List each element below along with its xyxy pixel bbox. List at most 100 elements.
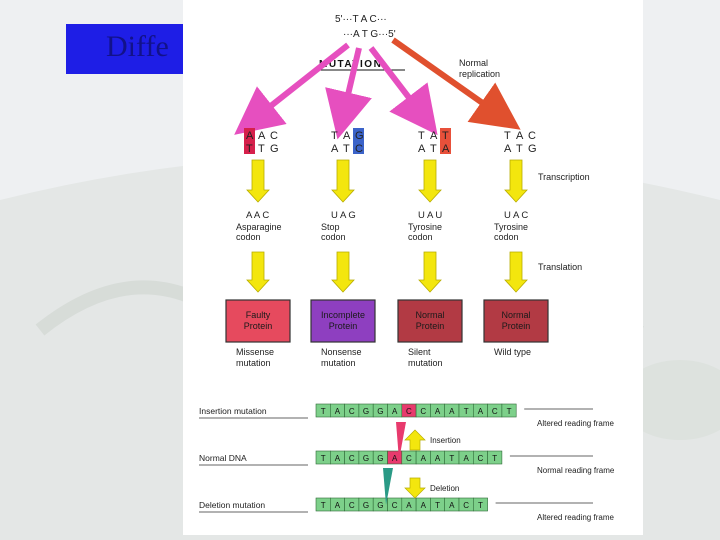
base-letter: C [478,454,484,463]
dna-base-bottom: A [442,143,450,155]
transcription-arrow [418,159,442,203]
translation-arrow [246,251,270,293]
reading-frame-row-label: Deletion mutation [199,500,265,510]
dna-base-bottom: T [516,143,523,155]
dna-base-top: T [442,130,449,142]
deletion-wedge [383,468,393,505]
base-letter: C [349,501,355,510]
dna-base-top: A [246,130,254,142]
dna-base-bottom: G [528,143,537,155]
deletion-label: Deletion [430,484,459,493]
mutation-type-label: mutation [321,358,356,368]
base-letter: T [435,501,440,510]
dna-base-top: C [270,130,278,142]
normal-replication-label-2: replication [459,69,500,79]
base-letter: C [349,407,355,416]
base-letter: A [421,454,427,463]
base-letter: A [335,454,341,463]
base-letter: A [335,501,341,510]
codon-description: Stop [321,222,340,232]
mutation-highlight [353,128,364,154]
codon-label: U A C [504,210,528,221]
codon-label: U A G [331,210,356,221]
codon-description: Asparagine [236,222,282,232]
reading-frame-row-label: Insertion mutation [199,406,267,416]
base-letter: T [321,501,326,510]
protein-box [397,299,463,343]
protein-label: Normal [501,310,530,320]
protein-label: Incomplete [321,310,365,320]
protein-box [483,299,549,343]
translation-arrow [331,251,355,293]
base-letter: G [363,407,369,416]
base-letter: A [335,407,341,416]
dna-base-bottom: A [504,143,512,155]
protein-label: Faulty [246,310,271,320]
base-letter: A [406,501,412,510]
dna-base-top: A [516,130,524,142]
normal-replication-label-1: Normal [459,58,488,68]
slide-title-box: Diffe [66,24,190,74]
base-letter: C [492,407,498,416]
base-letter: T [321,454,326,463]
translation-arrow [504,251,528,293]
dna-base-top: A [258,130,266,142]
reading-frame-status: Normal reading frame [537,466,615,475]
base-letter: C [406,454,412,463]
base-letter: G [377,407,383,416]
insertion-label: Insertion [430,436,461,445]
dna-base-bottom: T [246,143,253,155]
base-letter: A [392,407,398,416]
base-letter: G [363,454,369,463]
dna-base-top: A [343,130,351,142]
dna-bottom-strand: ···A T G···5' [343,29,396,40]
translation-arrow [418,251,442,293]
protein-label: Protein [416,321,445,331]
codon-description: codon [321,232,346,242]
codon-label: A A C [246,210,269,221]
dna-base-top: C [528,130,536,142]
mutation-type-label: mutation [408,358,443,368]
base-letter: A [392,454,398,463]
protein-box [225,299,291,343]
base-letter: A [478,407,484,416]
base-letter: G [377,454,383,463]
base-letter: A [449,407,455,416]
base-letter: T [507,407,512,416]
codon-description: Tyrosine [408,222,442,232]
dna-base-bottom: A [331,143,339,155]
transcription-arrow [246,159,270,203]
dna-base-bottom: T [430,143,437,155]
protein-label: Protein [244,321,273,331]
codon-description: codon [494,232,519,242]
codon-label: U A U [418,210,442,221]
base-letter: T [492,454,497,463]
slide-title: Diffe [106,30,169,63]
dna-base-top: T [418,130,425,142]
base-letter: G [363,501,369,510]
transcription-arrow [331,159,355,203]
diagram-panel: 5'···T A C··· ···A T G···5' MUTATION Nor… [183,0,643,535]
protein-label: Normal [415,310,444,320]
dna-base-top: G [355,130,364,142]
base-letter: C [392,501,398,510]
reading-frame-row-label: Normal DNA [199,453,247,463]
mutation-type-label: Wild type [494,347,531,357]
base-letter: A [435,454,441,463]
protein-label: Protein [502,321,531,331]
deletion-arrow [404,477,426,499]
mutation-type-label: Missense [236,347,274,357]
codon-description: Tyrosine [494,222,528,232]
base-letter: C [406,407,412,416]
dna-base-bottom: A [418,143,426,155]
mutation-type-label: Silent [408,347,431,357]
mutation-arrow-2 [325,47,372,140]
reading-frame-status: Altered reading frame [537,419,614,428]
